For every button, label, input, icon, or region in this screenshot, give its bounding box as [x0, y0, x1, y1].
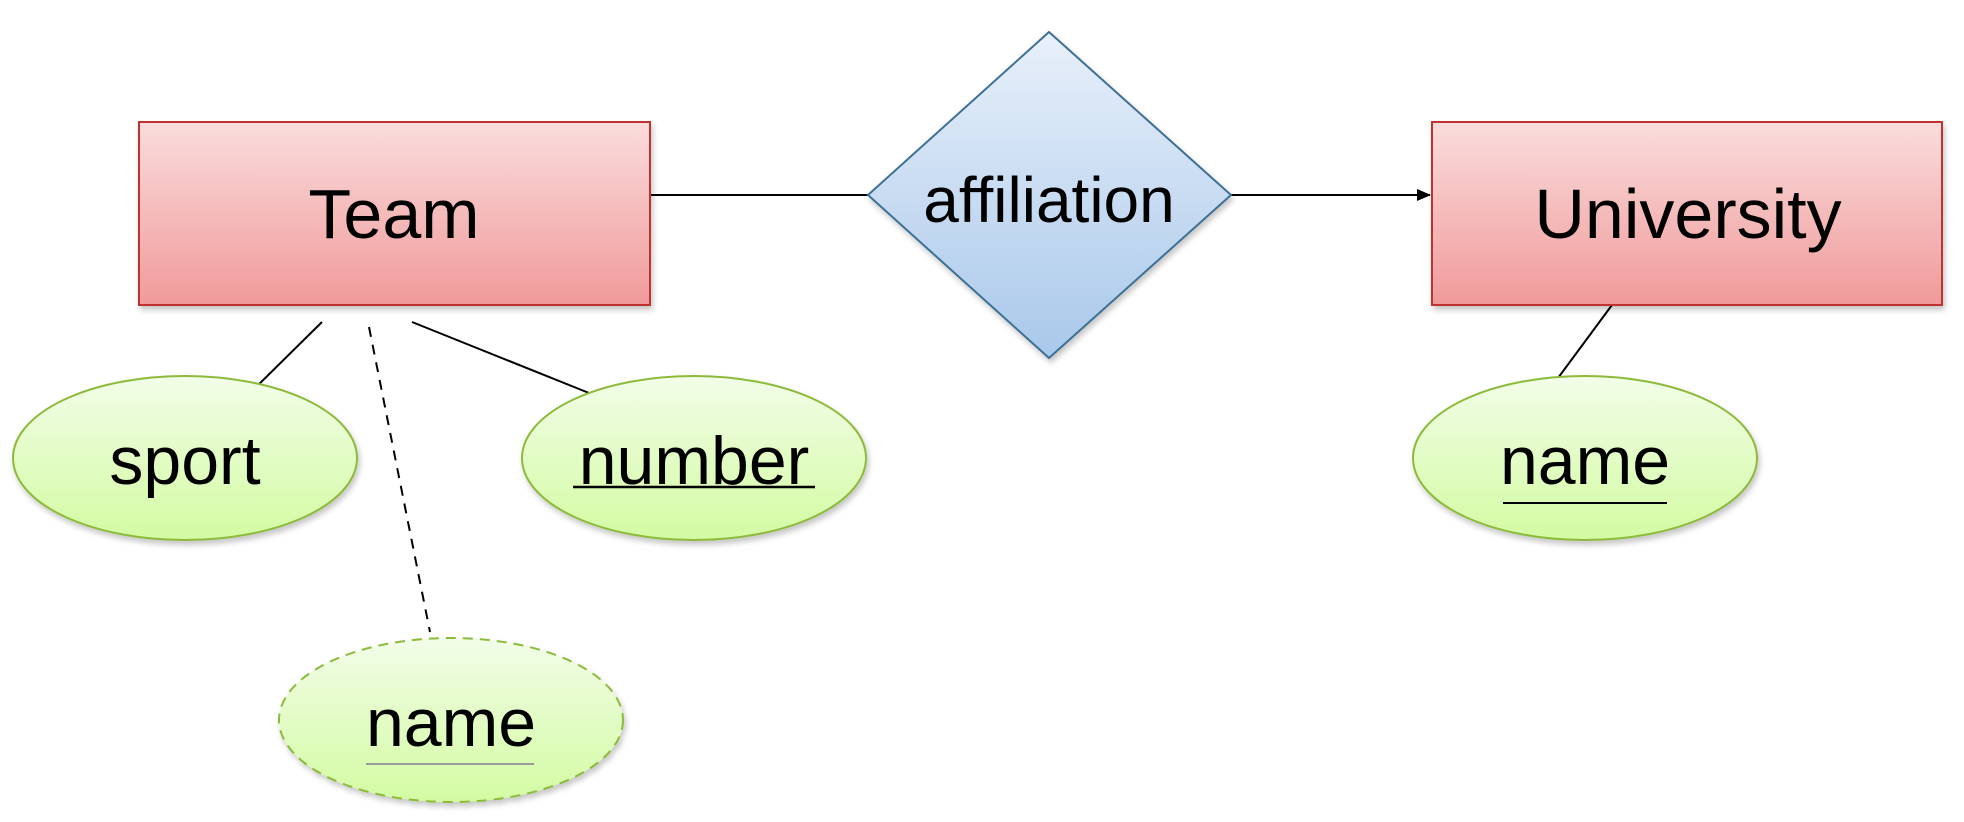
- attribute-team-name[interactable]: name: [278, 637, 624, 803]
- entity-university-label: University: [1534, 175, 1841, 253]
- attribute-sport[interactable]: sport: [12, 375, 358, 541]
- attribute-sport-label: sport: [109, 423, 260, 499]
- relationship-affiliation-label: affiliation: [923, 164, 1174, 236]
- team-number-line: [411, 321, 595, 396]
- attribute-university-name-label: name: [1500, 423, 1670, 499]
- entity-team-label: Team: [308, 175, 479, 253]
- team-name-dashed-line: [368, 326, 431, 633]
- attribute-team-name-label: name: [366, 685, 536, 761]
- team-sport-line: [247, 321, 323, 396]
- attribute-number[interactable]: number: [521, 375, 867, 541]
- entity-university[interactable]: University: [1431, 121, 1943, 306]
- entity-team[interactable]: Team: [138, 121, 651, 306]
- relationship-affiliation[interactable]: affiliation: [866, 30, 1233, 360]
- university-name-line: [1557, 304, 1613, 379]
- attribute-university-name[interactable]: name: [1412, 375, 1758, 541]
